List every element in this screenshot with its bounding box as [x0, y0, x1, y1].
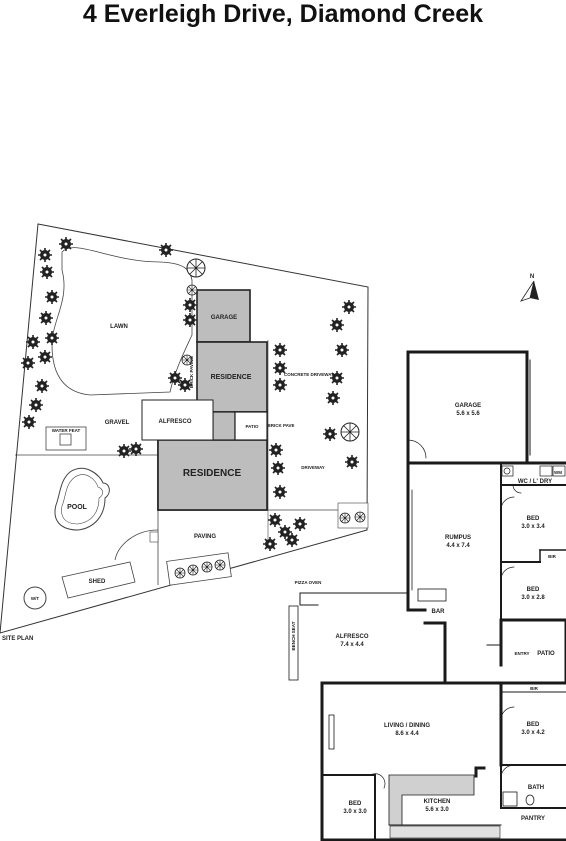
water-tank	[23, 586, 47, 610]
label-driveway: DRIVEWAY	[301, 465, 325, 470]
room-living-dims: 8.6 x 4.4	[395, 731, 419, 737]
label-residence-lower: RESIDENCE	[183, 468, 242, 479]
lawn-boundary	[51, 247, 193, 396]
site-plan: LAWN GARAGE RESIDENCE RESIDENCE ALFRESCO…	[0, 223, 369, 642]
site-plan-caption: SITE PLAN	[2, 636, 33, 642]
room-bir2: BIR	[530, 686, 539, 691]
room-bed1-dims: 3.0 x 3.4	[521, 524, 545, 530]
label-paving: PAVING	[194, 534, 216, 540]
label-water-feat: WATER FEAT	[52, 428, 81, 433]
label-gravel: GRAVEL	[105, 420, 130, 426]
room-bench-seat: BENCH SEAT	[291, 621, 296, 650]
room-bed3-name: BED	[527, 722, 540, 728]
room-garage-dims: 5.6 x 5.6	[456, 411, 480, 417]
room-entry: ENTRY	[514, 651, 529, 656]
room-kitchen-name: KITCHEN	[424, 799, 451, 805]
room-bir1: BIR	[548, 554, 557, 559]
room-bed2-dims: 3.0 x 2.8	[521, 595, 545, 601]
room-bed4-dims: 3.0 x 3.0	[343, 809, 367, 815]
room-pantry: PANTRY	[521, 816, 545, 822]
label-lawn: LAWN	[110, 324, 128, 330]
north-compass: N	[520, 274, 539, 302]
room-patio: PATIO	[537, 651, 555, 657]
room-bar: BAR	[432, 609, 446, 615]
room-garage-name: GARAGE	[455, 403, 481, 409]
room-alfresco-name: ALFRESCO	[336, 634, 369, 640]
room-kitchen-dims: 5.6 x 3.0	[425, 807, 449, 813]
label-brick-pave: BRICK PAVE	[267, 423, 294, 428]
label-pool: POOL	[67, 504, 88, 511]
room-labels: GARAGE 5.6 x 5.6 RUMPUS 4.4 x 7.4 WC / L…	[291, 403, 562, 822]
room-alfresco-dims: 7.4 x 4.4	[340, 642, 364, 648]
label-residence-upper: RESIDENCE	[211, 374, 252, 381]
label-site-garage: GARAGE	[211, 315, 237, 321]
room-bath: BATH	[528, 785, 544, 791]
label-brick-paving: BRICK PAVING	[189, 355, 194, 388]
room-bed3-dims: 3.0 x 4.2	[521, 730, 545, 736]
site-patio	[234, 411, 268, 441]
site-garage	[196, 289, 251, 343]
room-living-name: LIVING / DINING	[384, 723, 430, 729]
pool	[54, 467, 110, 531]
floor-plan	[288, 350, 566, 841]
room-rumpus-dims: 4.4 x 7.4	[446, 543, 470, 549]
label-concrete-driveway: CONCRETE DRIVEWAY	[284, 372, 334, 377]
room-rumpus-name: RUMPUS	[445, 535, 471, 541]
room-bed2-name: BED	[527, 587, 540, 593]
page-title: 4 Everleigh Drive, Diamond Creek	[82, 0, 484, 28]
label-shed: SHED	[89, 579, 106, 585]
label-site-alfresco: ALFRESCO	[159, 419, 192, 425]
room-pizza-oven: PIZZA OVEN	[295, 580, 322, 585]
label-wt: W/T	[31, 596, 39, 601]
room-bed4-name: BED	[349, 801, 362, 807]
room-wm: WM	[554, 470, 562, 475]
label-site-patio: PATIO	[245, 424, 259, 429]
room-wc-ldry: WC / L' DRY	[518, 479, 552, 485]
shed	[61, 561, 136, 599]
room-bed1-name: BED	[527, 516, 540, 522]
compass-label: N	[530, 274, 534, 280]
site-alfresco	[141, 399, 214, 441]
